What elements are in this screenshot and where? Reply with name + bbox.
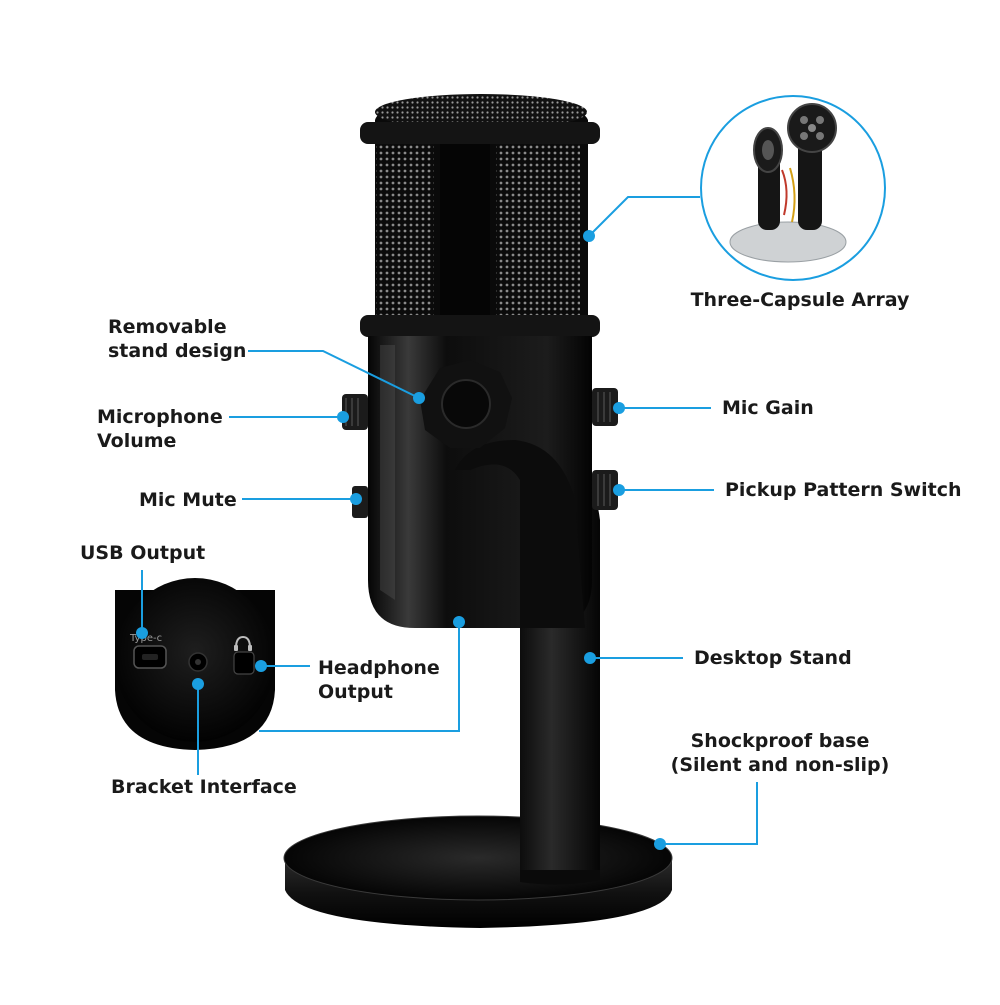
label-mic-gain: Mic Gain	[722, 397, 814, 419]
label-shockproof-base-line1: Shockproof base	[690, 730, 870, 752]
type-c-label: Type-c	[129, 633, 162, 644]
callout-dots	[136, 230, 666, 850]
removable-stand-knob	[420, 360, 512, 448]
label-mic-mute: Mic Mute	[139, 489, 237, 511]
microphone-head	[360, 94, 600, 337]
label-shockproof-base-line2: (Silent and non-slip)	[670, 754, 890, 776]
label-removable-stand-line1: Removable	[108, 316, 227, 338]
headphone-jack	[233, 651, 255, 675]
pickup-pattern-knob	[592, 470, 618, 510]
label-bracket-interface: Bracket Interface	[111, 776, 297, 798]
label-desktop-stand: Desktop Stand	[694, 647, 852, 669]
callout-lines	[141, 196, 758, 845]
label-headphone-output-line1: Headphone	[318, 657, 440, 679]
label-microphone-volume-line2: Volume	[97, 430, 177, 452]
shockproof-base	[283, 815, 673, 928]
label-headphone-output-line2: Output	[318, 681, 393, 703]
label-pickup-pattern-switch: Pickup Pattern Switch	[725, 479, 962, 501]
label-usb-output: USB Output	[80, 542, 206, 564]
bottom-ports-inset: Type-c	[115, 578, 275, 750]
label-three-capsule-array: Three-Capsule Array	[690, 289, 910, 311]
headphone-icon	[234, 635, 252, 651]
three-capsule-inset	[700, 95, 886, 281]
label-microphone-volume-line1: Microphone	[97, 406, 223, 428]
label-removable-stand-line2: stand design	[108, 340, 247, 362]
mic-gain-knob	[592, 388, 618, 426]
